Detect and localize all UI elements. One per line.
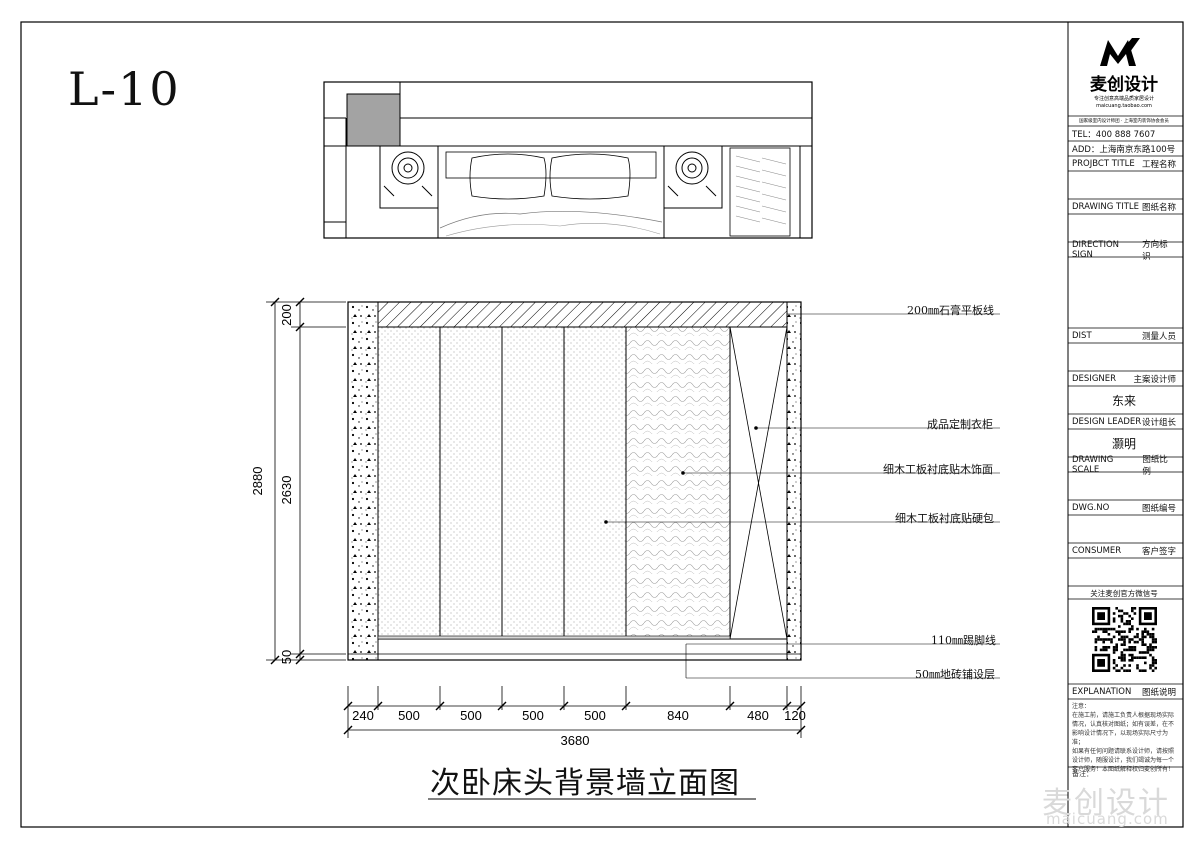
drawing-title: 次卧床头背景墙立面图 — [430, 766, 740, 801]
plan-column — [346, 93, 401, 147]
tb-notes: 注意： 在施工前，请施工负责人根据现场实际 情况，认真核对图纸；如有误差，在不 … — [1072, 702, 1176, 774]
tb-note-line: 在施工前，请施工负责人根据现场实际 — [1072, 712, 1175, 719]
dim-width-6: 840 — [667, 708, 689, 723]
tb-notes-heading: 注意： — [1072, 703, 1091, 710]
vertical-dimensions — [266, 297, 346, 665]
sheet-border — [20, 21, 1184, 828]
tb-address: ADD：上海南京东路100号 — [1072, 145, 1176, 155]
horizontal-dimensions — [343, 686, 806, 738]
callout-wood-veneer: 细木工板衬底贴木饰面 — [883, 463, 993, 476]
dim-total-height: 2880 — [250, 467, 265, 496]
dim-top: 200 — [279, 304, 294, 326]
callout-soft-panel: 细木工板衬底贴硬包 — [895, 512, 994, 525]
tb-leader-name: 灏明 — [1111, 437, 1136, 451]
tb-tel: TEL：400 888 7607 — [1072, 130, 1156, 140]
callout-wardrobe: 成品定制衣柜 — [927, 418, 993, 431]
brand-tagline: 国家级室内设计师团 · 上海室内装饰协会会员 — [1079, 117, 1169, 124]
brand-logo-icon — [1100, 38, 1140, 66]
dim-width-3: 500 — [460, 708, 482, 723]
leader-lines — [604, 313, 1000, 679]
tb-note-line: 设计师，随服设计，我们竭诚为每一个 — [1072, 757, 1175, 764]
plan-wardrobe — [729, 147, 791, 237]
tb-note-line: 影响设计情况下，以现场实际尺寸为准； — [1072, 730, 1169, 746]
wechat-qr-code — [1092, 607, 1157, 672]
dim-width-5: 500 — [584, 708, 606, 723]
plan-pillow-right — [549, 153, 631, 200]
callout-skirting: 110㎜踢脚线 — [931, 634, 996, 647]
plan-nightstand-right — [663, 145, 723, 209]
title-block-grid — [1068, 115, 1183, 768]
right-structural-wall — [786, 301, 802, 661]
dim-width-1: 240 — [352, 708, 374, 723]
tb-note-line: 情况，认真核对图纸；如有误差，在不 — [1072, 721, 1175, 728]
tb-designer-name: 东来 — [1111, 394, 1136, 408]
wood-veneer-panel — [625, 326, 731, 640]
left-structural-wall — [347, 301, 379, 661]
soft-panel-2 — [439, 326, 503, 640]
dim-bottom: 50 — [279, 650, 294, 664]
dim-width-2: 500 — [398, 708, 420, 723]
dim-width-4: 500 — [522, 708, 544, 723]
watermark-text: 麦创设计 — [1042, 786, 1170, 821]
tb-qr-caption: 关注麦创官方微信号 — [1090, 588, 1158, 598]
soft-panel-4 — [563, 326, 627, 640]
soft-panel-1 — [377, 326, 441, 640]
plan-nightstand-left — [379, 145, 439, 209]
plan-view — [323, 81, 813, 239]
dim-width-7: 480 — [747, 708, 769, 723]
brand-subtitle: 专注创意高端品质家居设计 — [1094, 95, 1154, 102]
brand-logo-text: 麦创设计 — [1090, 74, 1158, 95]
skirting-board — [377, 635, 731, 640]
dim-middle: 2630 — [279, 476, 294, 505]
tb-remarks: 备注： — [1072, 770, 1093, 778]
tb-note-line: 如果有任何问题请联系设计师，请按照 — [1072, 748, 1175, 755]
cornice-band — [377, 301, 788, 328]
plan-pillow-left — [469, 153, 547, 200]
sheet-number: L-10 — [68, 62, 181, 116]
dim-total-width: 3680 — [561, 733, 590, 748]
tb-note-line: 客户服务！本图纸解释权归麦创所有！ — [1072, 766, 1175, 773]
watermark-url: maicuang.com — [1046, 810, 1169, 828]
elevation-view — [347, 301, 802, 661]
plan-bed — [437, 145, 665, 239]
callout-floor-tile: 50㎜地砖铺设层 — [915, 668, 995, 681]
wardrobe-elevation — [729, 326, 788, 640]
dim-width-8: 120 — [784, 708, 806, 723]
soft-panel-3 — [501, 326, 565, 640]
brand-url: maicuang.taobao.com — [1096, 103, 1152, 109]
callout-cornice: 200㎜石膏平板线 — [907, 304, 994, 317]
